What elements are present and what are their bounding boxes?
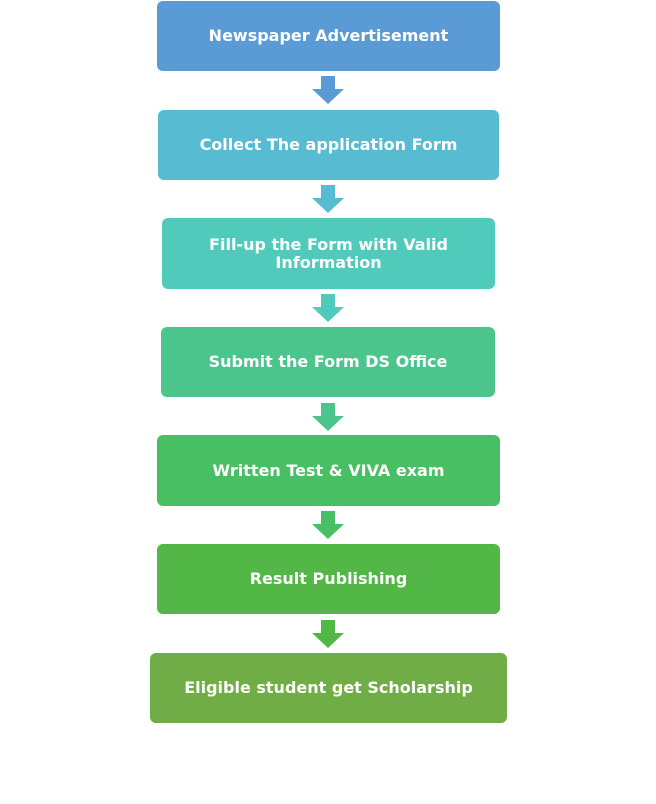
down-arrow-icon (312, 403, 344, 431)
step-label: Newspaper Advertisement (208, 26, 449, 45)
down-arrow-icon (312, 511, 344, 539)
down-arrow-icon (312, 620, 344, 648)
step-label: Written Test & VIVA exam (212, 460, 445, 480)
step-newspaper-advertisement: Newspaper Advertisement (157, 1, 500, 71)
step-fill-up-form: Fill-up the Form with Valid Information (162, 218, 495, 289)
down-arrow-icon (312, 76, 344, 104)
step-collect-application-form: Collect The application Form (158, 110, 499, 180)
step-label: Collect The application Form (199, 135, 458, 154)
step-result-publishing: Result Publishing (157, 544, 500, 614)
step-label: Eligible student get Scholarship (184, 678, 473, 697)
step-written-test-viva: Written Test & VIVA exam (157, 435, 500, 506)
down-arrow-icon (312, 294, 344, 322)
step-label: Result Publishing (249, 569, 408, 588)
step-submit-form: Submit the Form DS Office (161, 327, 495, 397)
step-label: Fill-up the Form with Valid Information (209, 234, 448, 272)
down-arrow-icon (312, 185, 344, 213)
step-label: Submit the Form DS Office (208, 352, 448, 371)
step-eligible-student-scholarship: Eligible student get Scholarship (150, 653, 507, 723)
